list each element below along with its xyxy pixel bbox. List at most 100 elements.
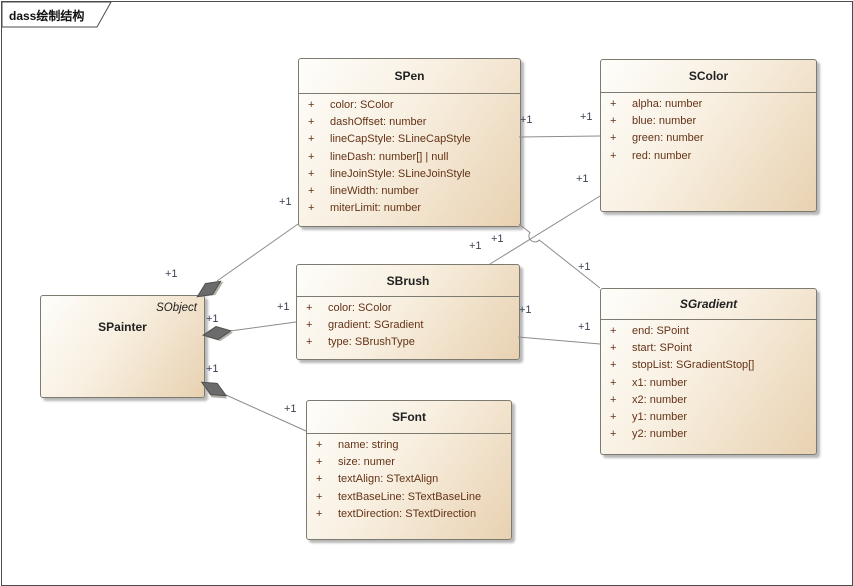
attribute-text: textBaseLine: STextBaseLine [338,490,482,503]
attribute-row: + end: SPoint [601,325,816,342]
attribute-text: lineJoinStyle: SLineJoinStyle [330,167,471,180]
attribute-row: + x2: number [601,394,816,411]
attribute-text: dashOffset: number [330,116,427,129]
attribute-text: start: SPoint [632,342,692,355]
attribute-text: lineCapStyle: SLineCapStyle [330,133,471,146]
attribute-row: + lineJoinStyle: SLineJoinStyle [299,168,520,185]
attribute-list: + name: string + size: numer + textAlign: STe… [307,434,511,525]
attribute-row: + textDirection: STextDirection [307,508,511,525]
class-title: SPen [299,59,520,94]
attribute-row: + alpha: number [601,98,816,115]
attribute-row: + color: SColor [299,99,520,116]
attribute-text: green: number [632,132,704,145]
attribute-list: + color: SColor + gradient: SGradient + type:… [297,297,519,354]
attribute-row: + blue: number [601,115,816,132]
visibility-symbol: + [308,99,315,111]
class-title: SBrush [297,265,519,297]
visibility-symbol: + [610,359,617,372]
visibility-symbol: + [306,319,313,332]
attribute-text: textDirection: STextDirection [338,507,477,520]
attribute-text: name: string [338,439,399,451]
class-spen[interactable]: SPen + color: SColor + dashOffset: number + l… [298,58,521,227]
class-name: SGradient [679,297,738,311]
visibility-symbol: + [316,490,323,503]
visibility-symbol: + [610,132,617,145]
attribute-text: size: numer [338,456,395,469]
attribute-row: + textBaseLine: STextBaseLine [307,491,511,508]
visibility-symbol: + [610,342,617,355]
class-name: SPen [394,69,425,83]
class-scolor[interactable]: SColor + alpha: number + blue: number + green… [600,59,817,212]
attribute-text: y1: number [632,410,688,423]
attribute-list: + end: SPoint + start: SPoint + stopList: SGr… [601,320,816,445]
attribute-text: textAlign: STextAlign [338,473,439,486]
class-name: SBrush [386,273,430,288]
visibility-symbol: + [610,325,617,337]
class-title: SGradient [601,289,816,320]
visibility-symbol: + [306,302,313,314]
class-name: SPainter [98,320,147,334]
visibility-symbol: + [610,410,617,423]
visibility-symbol: + [316,456,323,469]
visibility-symbol: + [316,439,323,451]
visibility-symbol: + [316,473,323,486]
visibility-symbol: + [610,149,617,162]
attribute-text: color: SColor [328,302,392,314]
attribute-text: lineDash: number[] | null [330,150,449,163]
class-title: SFont [307,401,511,434]
attribute-row: + lineCapStyle: SLineCapStyle [299,133,520,150]
attribute-row: + lineDash: number[] | null [299,151,520,168]
attribute-row: + gradient: SGradient [297,319,519,336]
attribute-row: + size: numer [307,456,511,473]
visibility-symbol: + [308,167,315,180]
attribute-row: + type: SBrushType [297,336,519,353]
attribute-text: alpha: number [632,98,703,110]
class-title: SColor [601,60,816,93]
attribute-row: +miterLimit: number [299,202,520,219]
attribute-row: + lineWidth: number [299,185,520,202]
class-spainter[interactable]: SObject SPainter [40,295,205,398]
attribute-row: + stopList: SGradientStop[] [601,359,816,376]
visibility-symbol: + [308,150,315,163]
attribute-text: stopList: SGradientStop[] [632,359,755,372]
class-name: SColor [688,69,729,83]
attribute-list: + color: SColor + dashOffset: number + lineCa… [299,94,520,219]
attribute-row: + green: number [601,132,816,149]
attribute-row: + x1: number [601,377,816,394]
visibility-symbol: + [610,376,617,389]
attribute-text: red: number [632,149,692,162]
parent-class-label: SObject [156,302,197,314]
attribute-list: + alpha: number + blue: number + green: numbe… [601,93,816,167]
visibility-symbol: + [610,393,617,406]
attribute-row: + y1: number [601,411,816,428]
attribute-text: blue: number [632,115,697,128]
attribute-text: end: SPoint [632,325,689,337]
class-sbrush[interactable]: SBrush + color: SColor + gradient: SGradien… [296,264,520,360]
attribute-text: x2: number [632,393,688,406]
visibility-symbol: + [306,336,313,349]
attribute-text: miterLimit: number [330,202,422,215]
attribute-row: + name: string [307,439,511,456]
visibility-symbol: + [610,428,617,441]
attribute-text: y2: number [632,428,688,441]
visibility-symbol: + [610,115,617,128]
attribute-text: type: SBrushType [328,336,415,349]
attribute-text: lineWidth: number [330,184,419,197]
attribute-row: + color: SColor [297,302,519,319]
attribute-text: gradient: SGradient [328,319,424,332]
visibility-symbol: + [316,507,323,520]
class-sgradient[interactable]: SGradient + end: SPoint + start: SPoint + sto… [600,288,817,455]
visibility-symbol: + [308,184,315,197]
attribute-row: + y2: number [601,428,816,445]
class-sfont[interactable]: SFont + name: string + size: numer + textAlig… [306,400,512,540]
attribute-text: color: SColor [330,99,394,111]
attribute-text: x1: number [632,376,688,389]
visibility-symbol: + [308,133,315,146]
visibility-symbol: + [610,98,617,110]
attribute-row: + start: SPoint [601,342,816,359]
attribute-row: + dashOffset: number [299,116,520,133]
attribute-row: + textAlign: STextAlign [307,473,511,490]
class-name: SFont [392,410,426,424]
visibility-symbol: + [308,116,315,129]
